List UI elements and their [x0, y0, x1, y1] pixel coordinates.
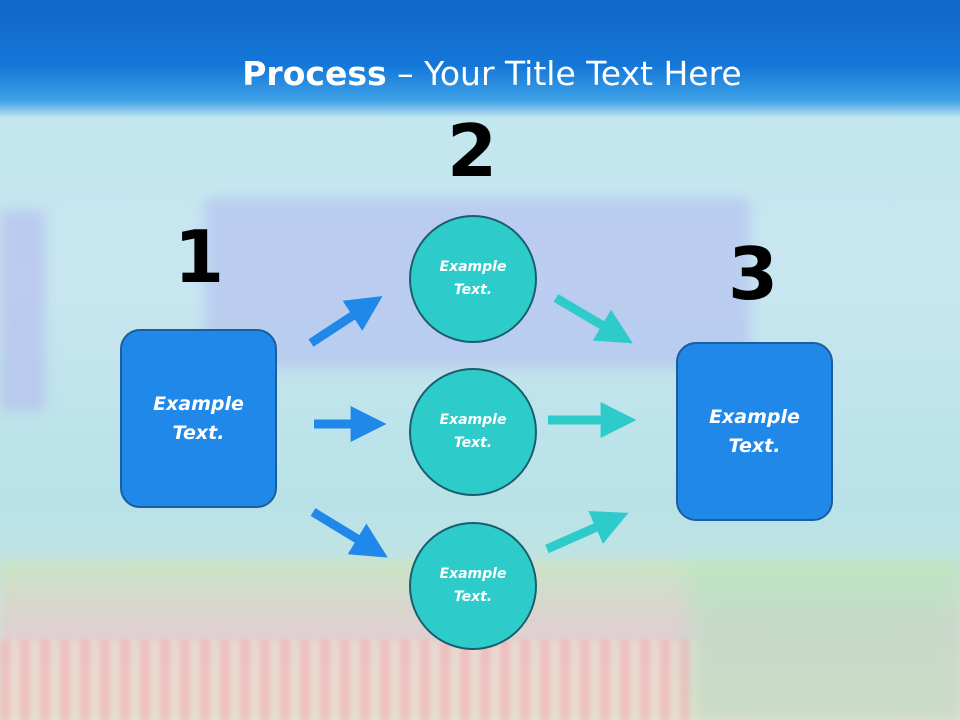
slide-title: Process – Your Title Text Here — [0, 54, 960, 94]
title-bold: Process — [242, 54, 387, 93]
arrow-top-to-right — [553, 294, 633, 344]
arrow-left-to-bottom — [310, 508, 388, 558]
title-rest: – Your Title Text Here — [386, 54, 742, 93]
process-circle-middle-text: Example Text. — [439, 412, 507, 451]
process-circle-bottom: Example Text. — [409, 522, 537, 650]
background-green-area — [690, 560, 960, 720]
process-box-left-text: Example Text. — [153, 392, 244, 444]
arrow-left-to-top — [308, 296, 383, 347]
process-circle-top: Example Text. — [409, 215, 537, 343]
background-stripes — [0, 640, 700, 720]
process-circle-middle: Example Text. — [409, 368, 537, 496]
process-box-left: Example Text. — [120, 329, 277, 508]
process-circle-top-text: Example Text. — [439, 259, 507, 298]
process-circle-bottom-text: Example Text. — [439, 566, 507, 605]
arrow-bottom-to-right — [545, 511, 629, 554]
process-box-right-text: Example Text. — [709, 405, 800, 457]
step-number-2: 2 — [446, 109, 498, 193]
step-number-3: 3 — [727, 232, 779, 316]
background-left-panel — [0, 210, 45, 410]
title-bar — [0, 0, 960, 118]
process-box-right: Example Text. — [676, 342, 833, 521]
step-number-1: 1 — [173, 215, 225, 299]
